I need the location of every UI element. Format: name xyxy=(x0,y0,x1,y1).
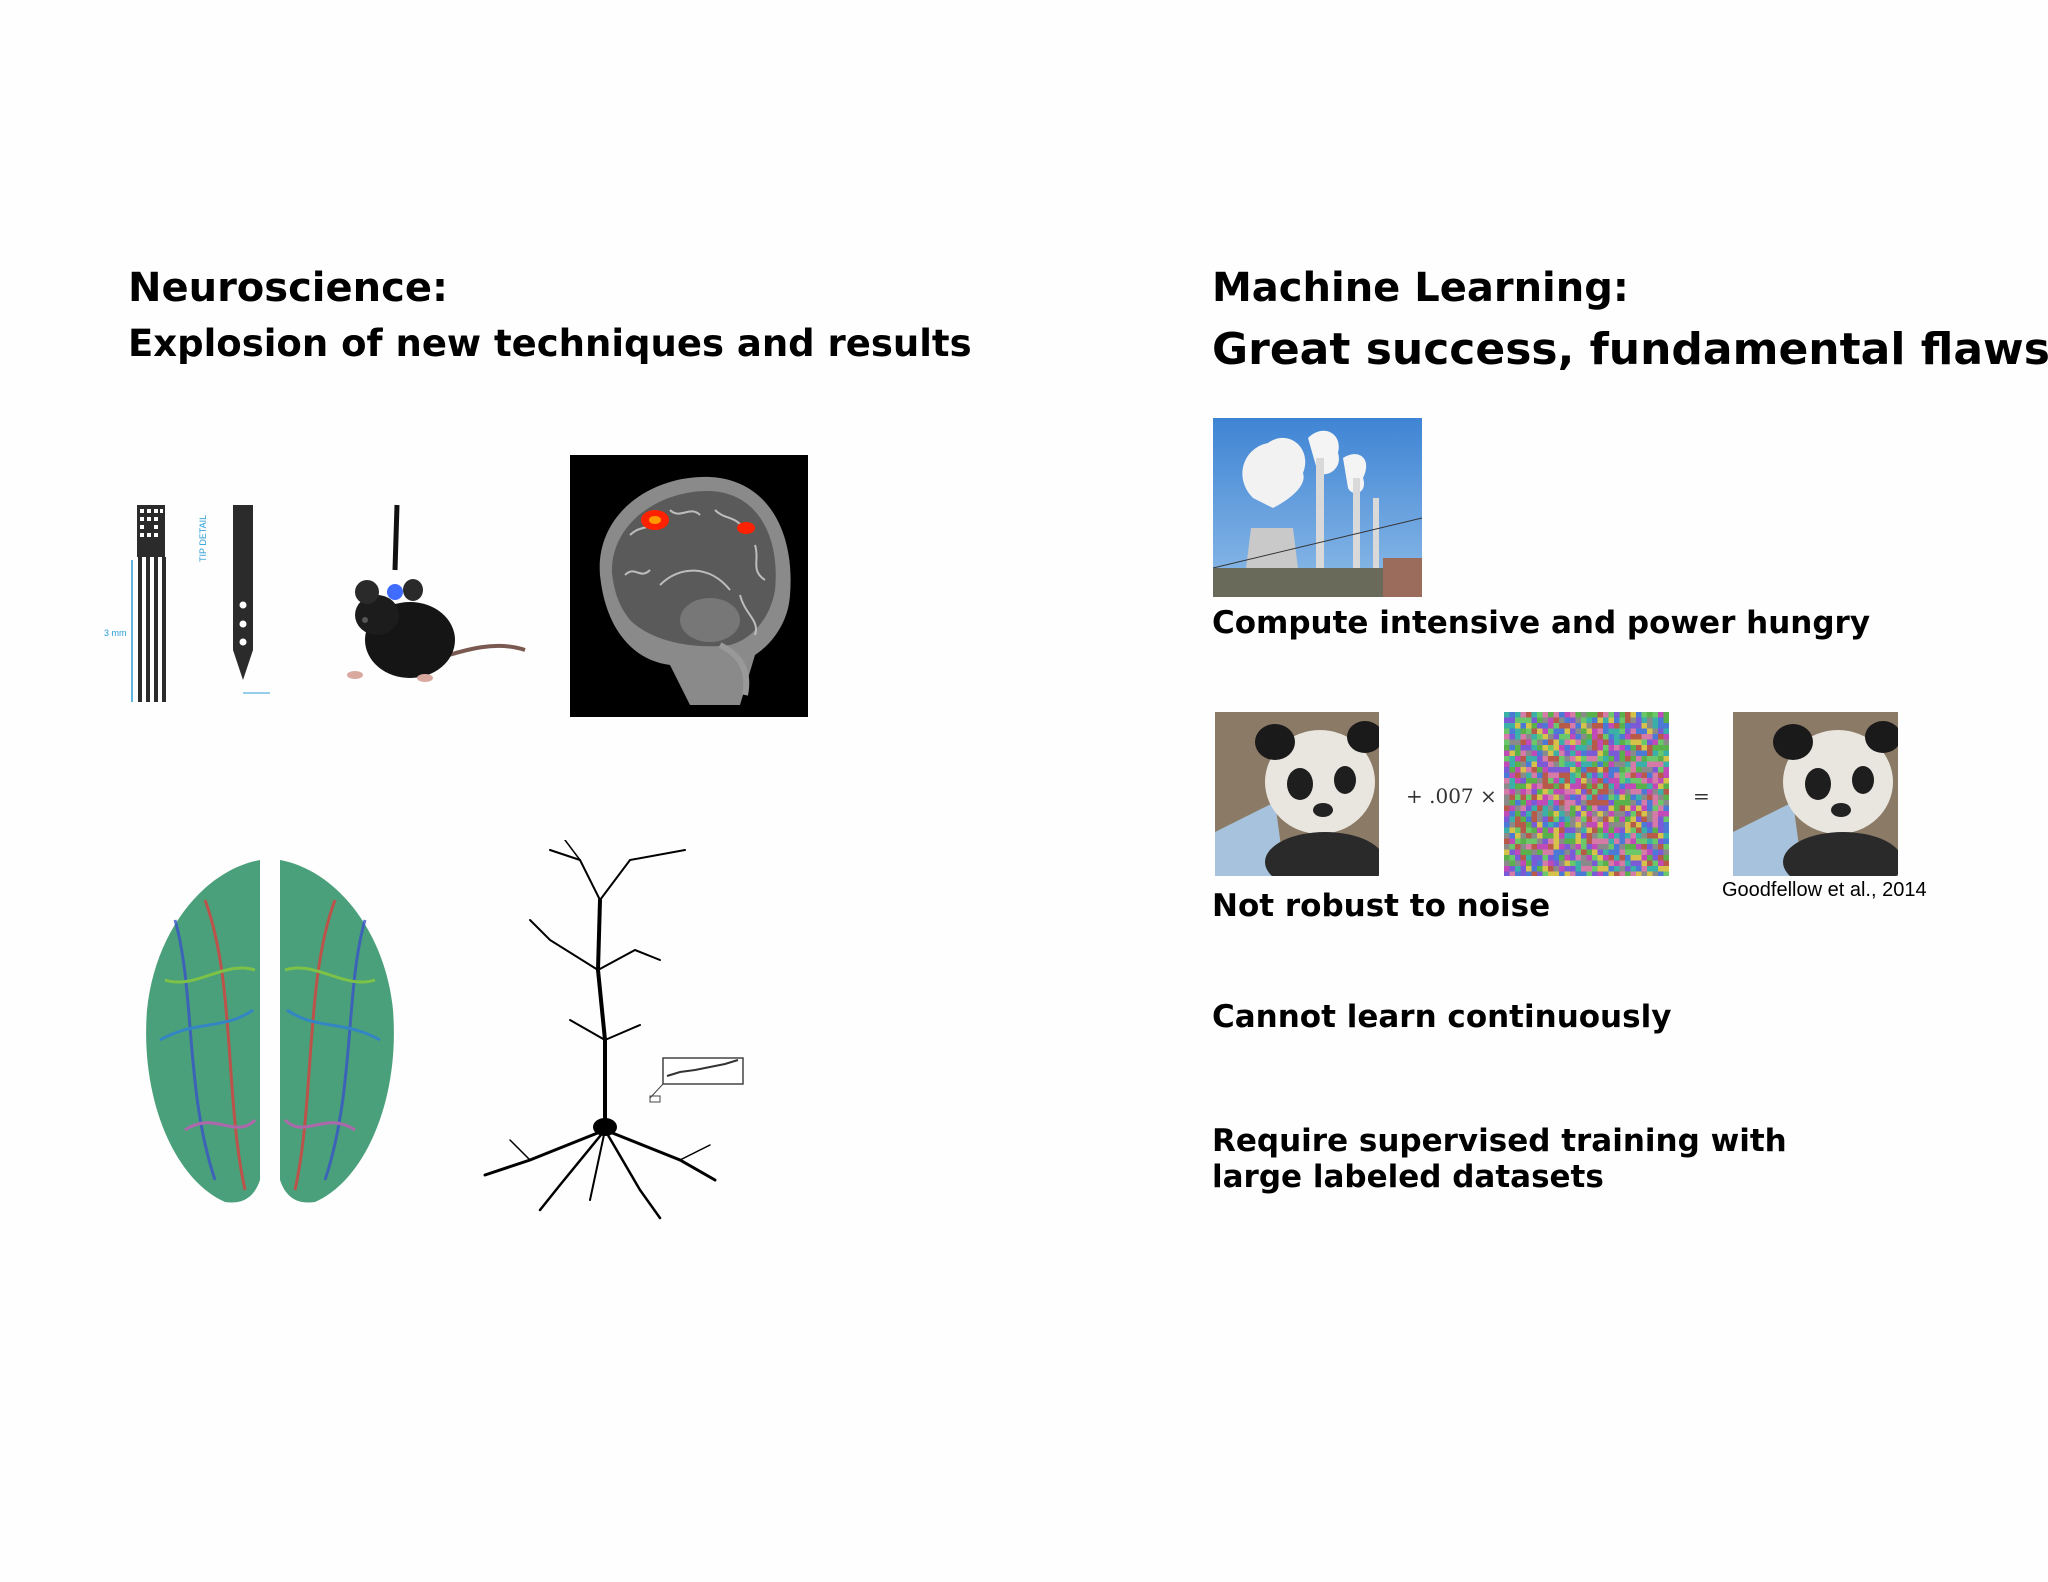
adversarial-add-operator: + .007 × xyxy=(1406,784,1497,808)
machine-learning-title: Machine Learning: xyxy=(1212,265,1629,311)
power-plant-image xyxy=(1213,418,1422,597)
probe-scale-label: 3 mm xyxy=(104,628,127,638)
silicon-probe-figure: 3 mm TIP DETAIL xyxy=(100,500,280,710)
adversarial-noise-image xyxy=(1504,712,1669,876)
adversarial-equals-operator: = xyxy=(1693,784,1710,808)
probe-tip-label: TIP DETAIL xyxy=(198,515,208,562)
optogenetic-mouse-image xyxy=(325,500,530,695)
dti-tractography-image xyxy=(135,840,405,1215)
flaw-compute: Compute intensive and power hungry xyxy=(1212,605,1871,641)
neuroscience-title: Neuroscience: xyxy=(128,265,448,311)
pyramidal-neuron-drawing xyxy=(470,840,750,1220)
fmri-brain-scan xyxy=(570,455,808,717)
flaw-continual-learning: Cannot learn continuously xyxy=(1212,999,1672,1035)
flaw-noise: Not robust to noise xyxy=(1212,888,1551,924)
neuroscience-subtitle: Explosion of new techniques and results xyxy=(128,322,972,365)
panda-adversarial-image xyxy=(1733,712,1898,876)
panda-original-image xyxy=(1215,712,1379,876)
adversarial-citation: Goodfellow et al., 2014 xyxy=(1722,879,1927,901)
machine-learning-subtitle: Great success, fundamental flaws xyxy=(1212,324,2048,375)
flaw-supervised-training: Require supervised training with large l… xyxy=(1212,1123,1787,1195)
